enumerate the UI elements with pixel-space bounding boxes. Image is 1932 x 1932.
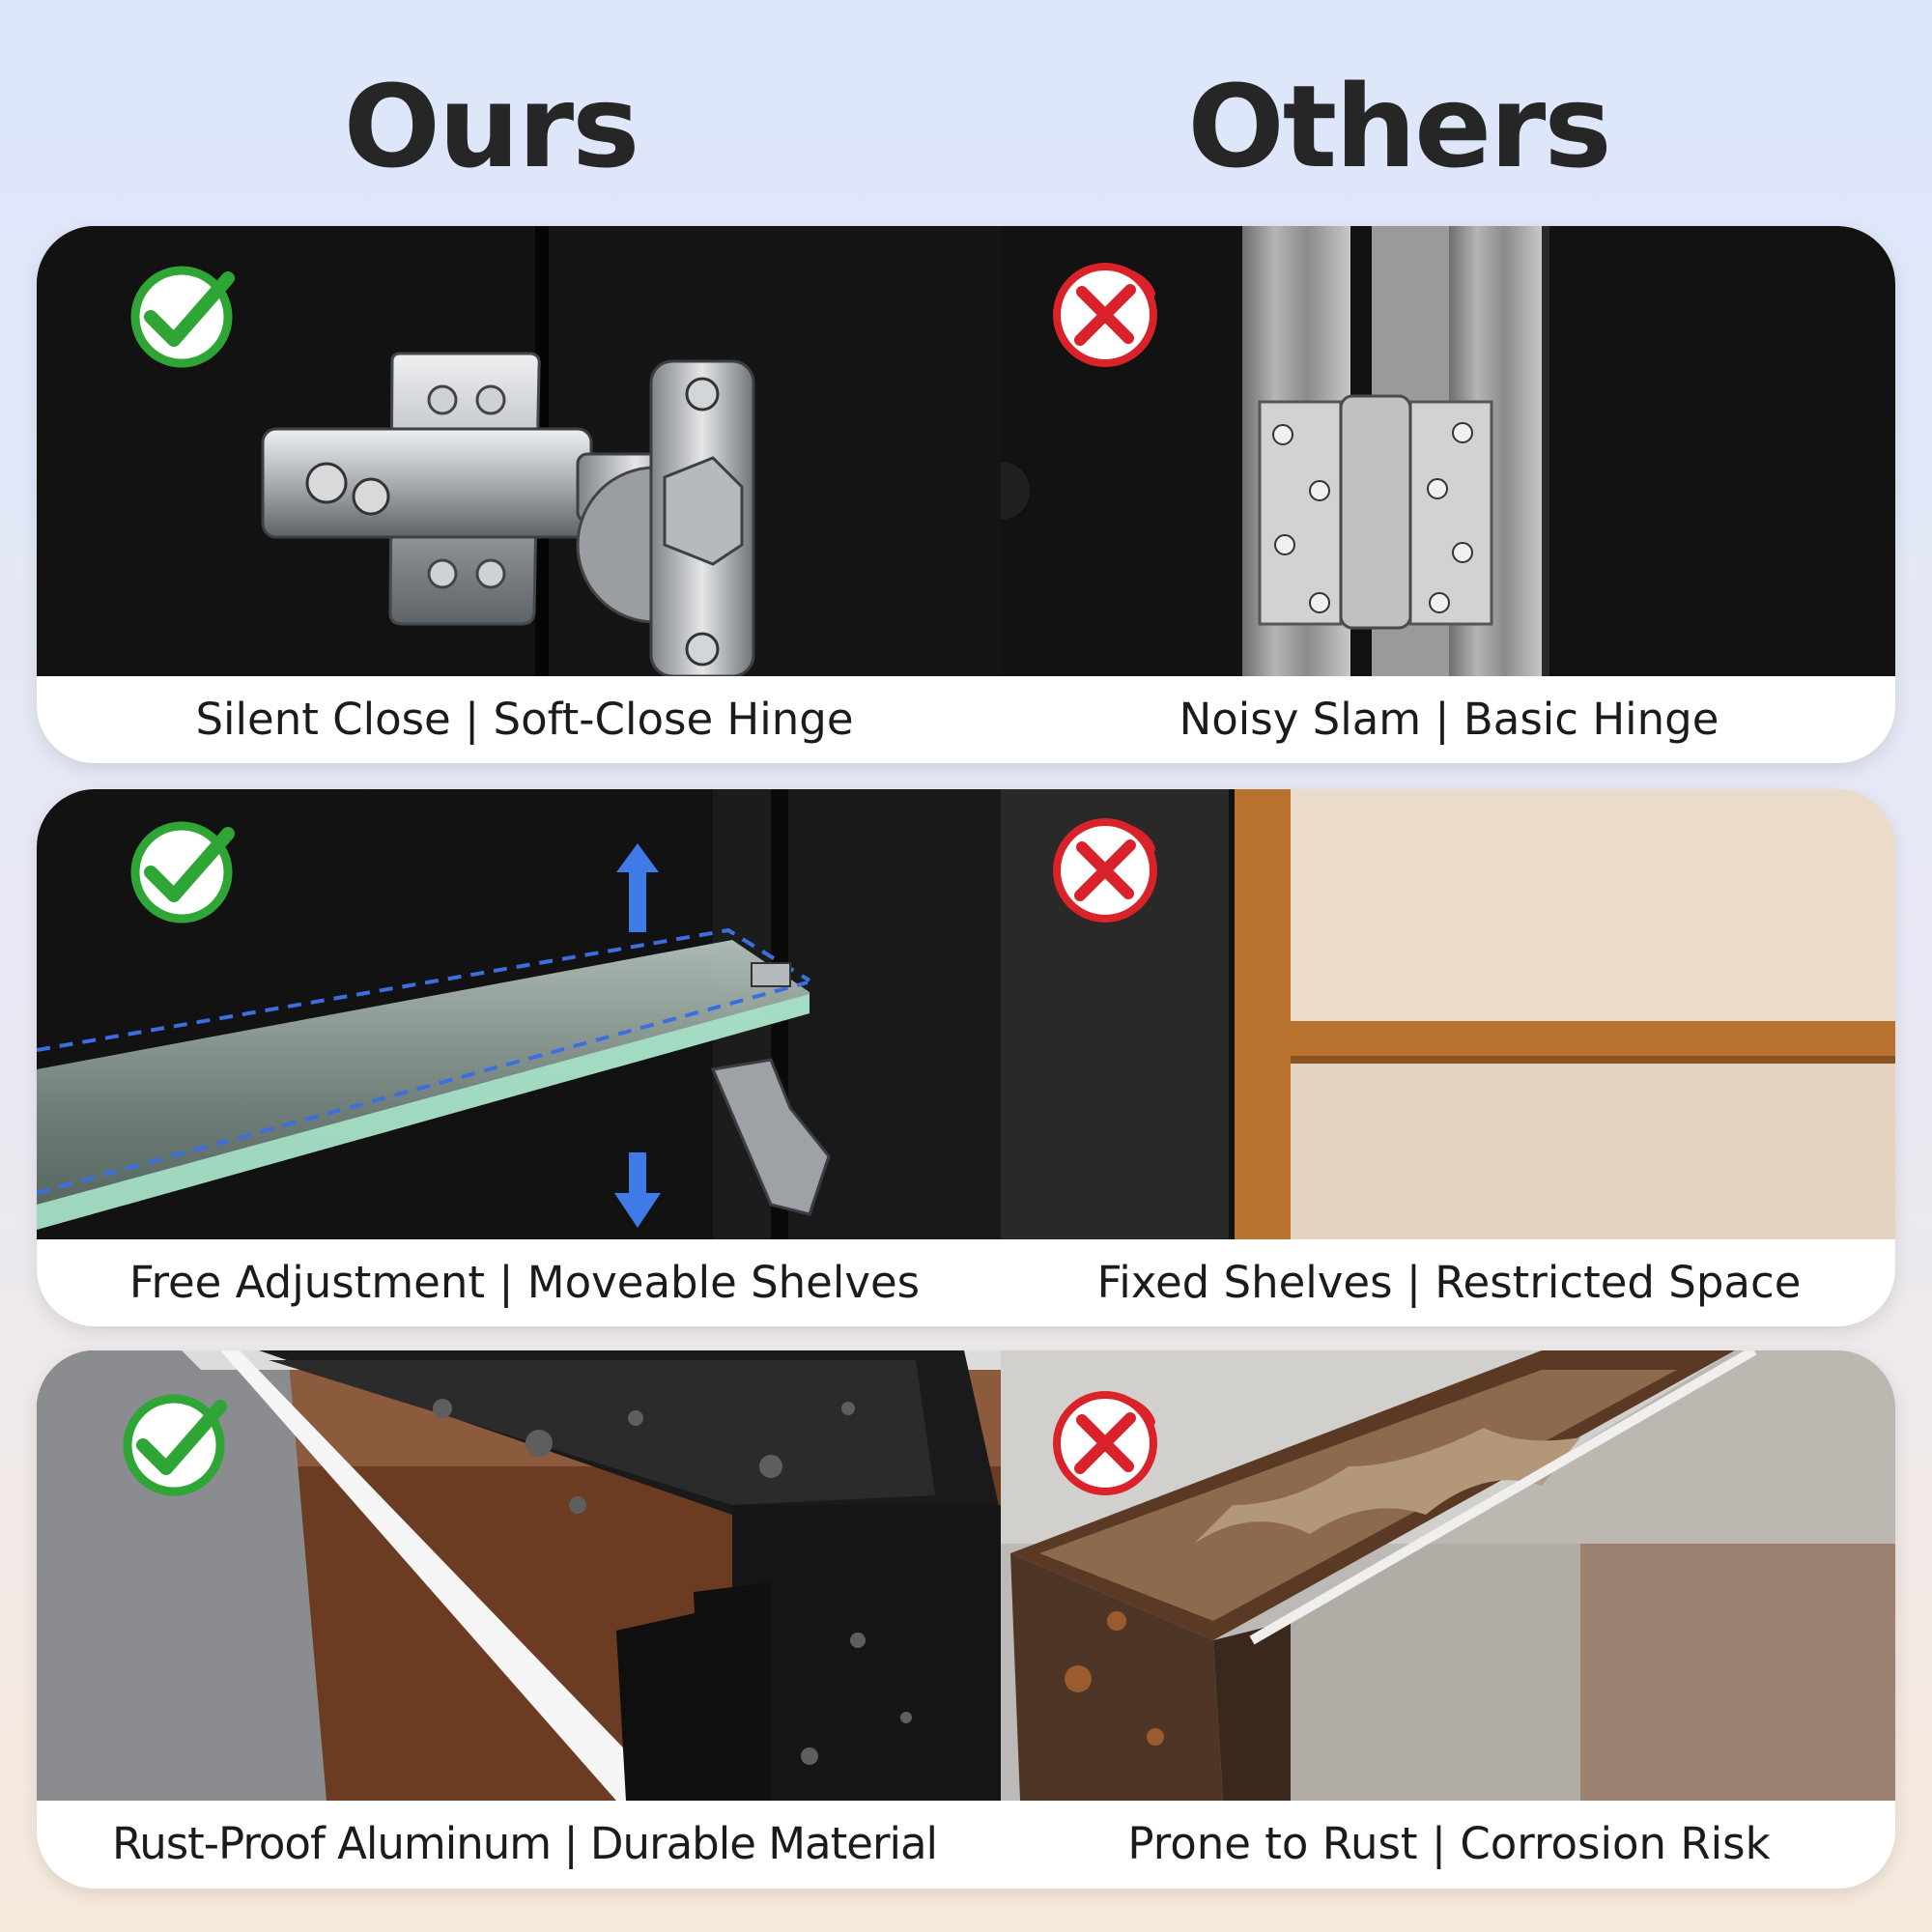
comparison-row-material: Rust-Proof Aluminum | Durable Material P…	[37, 1350, 1895, 1889]
others-caption-hinge: Noisy Slam | Basic Hinge	[1179, 694, 1719, 745]
caption-bar	[37, 1801, 1895, 1889]
caption-bar	[37, 1239, 1895, 1326]
others-caption-material: Prone to Rust | Corrosion Risk	[1127, 1818, 1771, 1869]
ours-caption-material: Rust-Proof Aluminum | Durable Material	[111, 1818, 938, 1869]
fixed-wooden-shelf-image	[1001, 789, 1895, 1239]
comparison-row-hinge: Silent Close | Soft-Close Hinge Noisy Sl…	[37, 226, 1895, 763]
check-icon	[130, 266, 235, 368]
cross-icon	[1053, 1391, 1157, 1495]
caption-bar	[37, 676, 1895, 763]
cross-icon	[1053, 263, 1157, 367]
others-caption-shelves: Fixed Shelves | Restricted Space	[1096, 1257, 1802, 1308]
soft-close-hinge-image	[37, 226, 1001, 676]
cross-icon	[1053, 818, 1157, 923]
others-title: Others	[1187, 60, 1611, 193]
rusty-frame-image	[1001, 1350, 1895, 1801]
basic-hinge-image	[1001, 226, 1895, 676]
ours-title: Ours	[343, 60, 640, 193]
check-icon	[123, 1394, 227, 1496]
moveable-glass-shelf-image	[37, 789, 1001, 1239]
ours-caption-shelves: Free Adjustment | Moveable Shelves	[128, 1257, 921, 1308]
rust-proof-aluminum-frame-image	[37, 1350, 1001, 1801]
ours-caption-hinge: Silent Close | Soft-Close Hinge	[195, 694, 854, 745]
comparison-row-shelves: Free Adjustment | Moveable Shelves Fixed…	[37, 789, 1895, 1326]
check-icon	[130, 821, 235, 923]
